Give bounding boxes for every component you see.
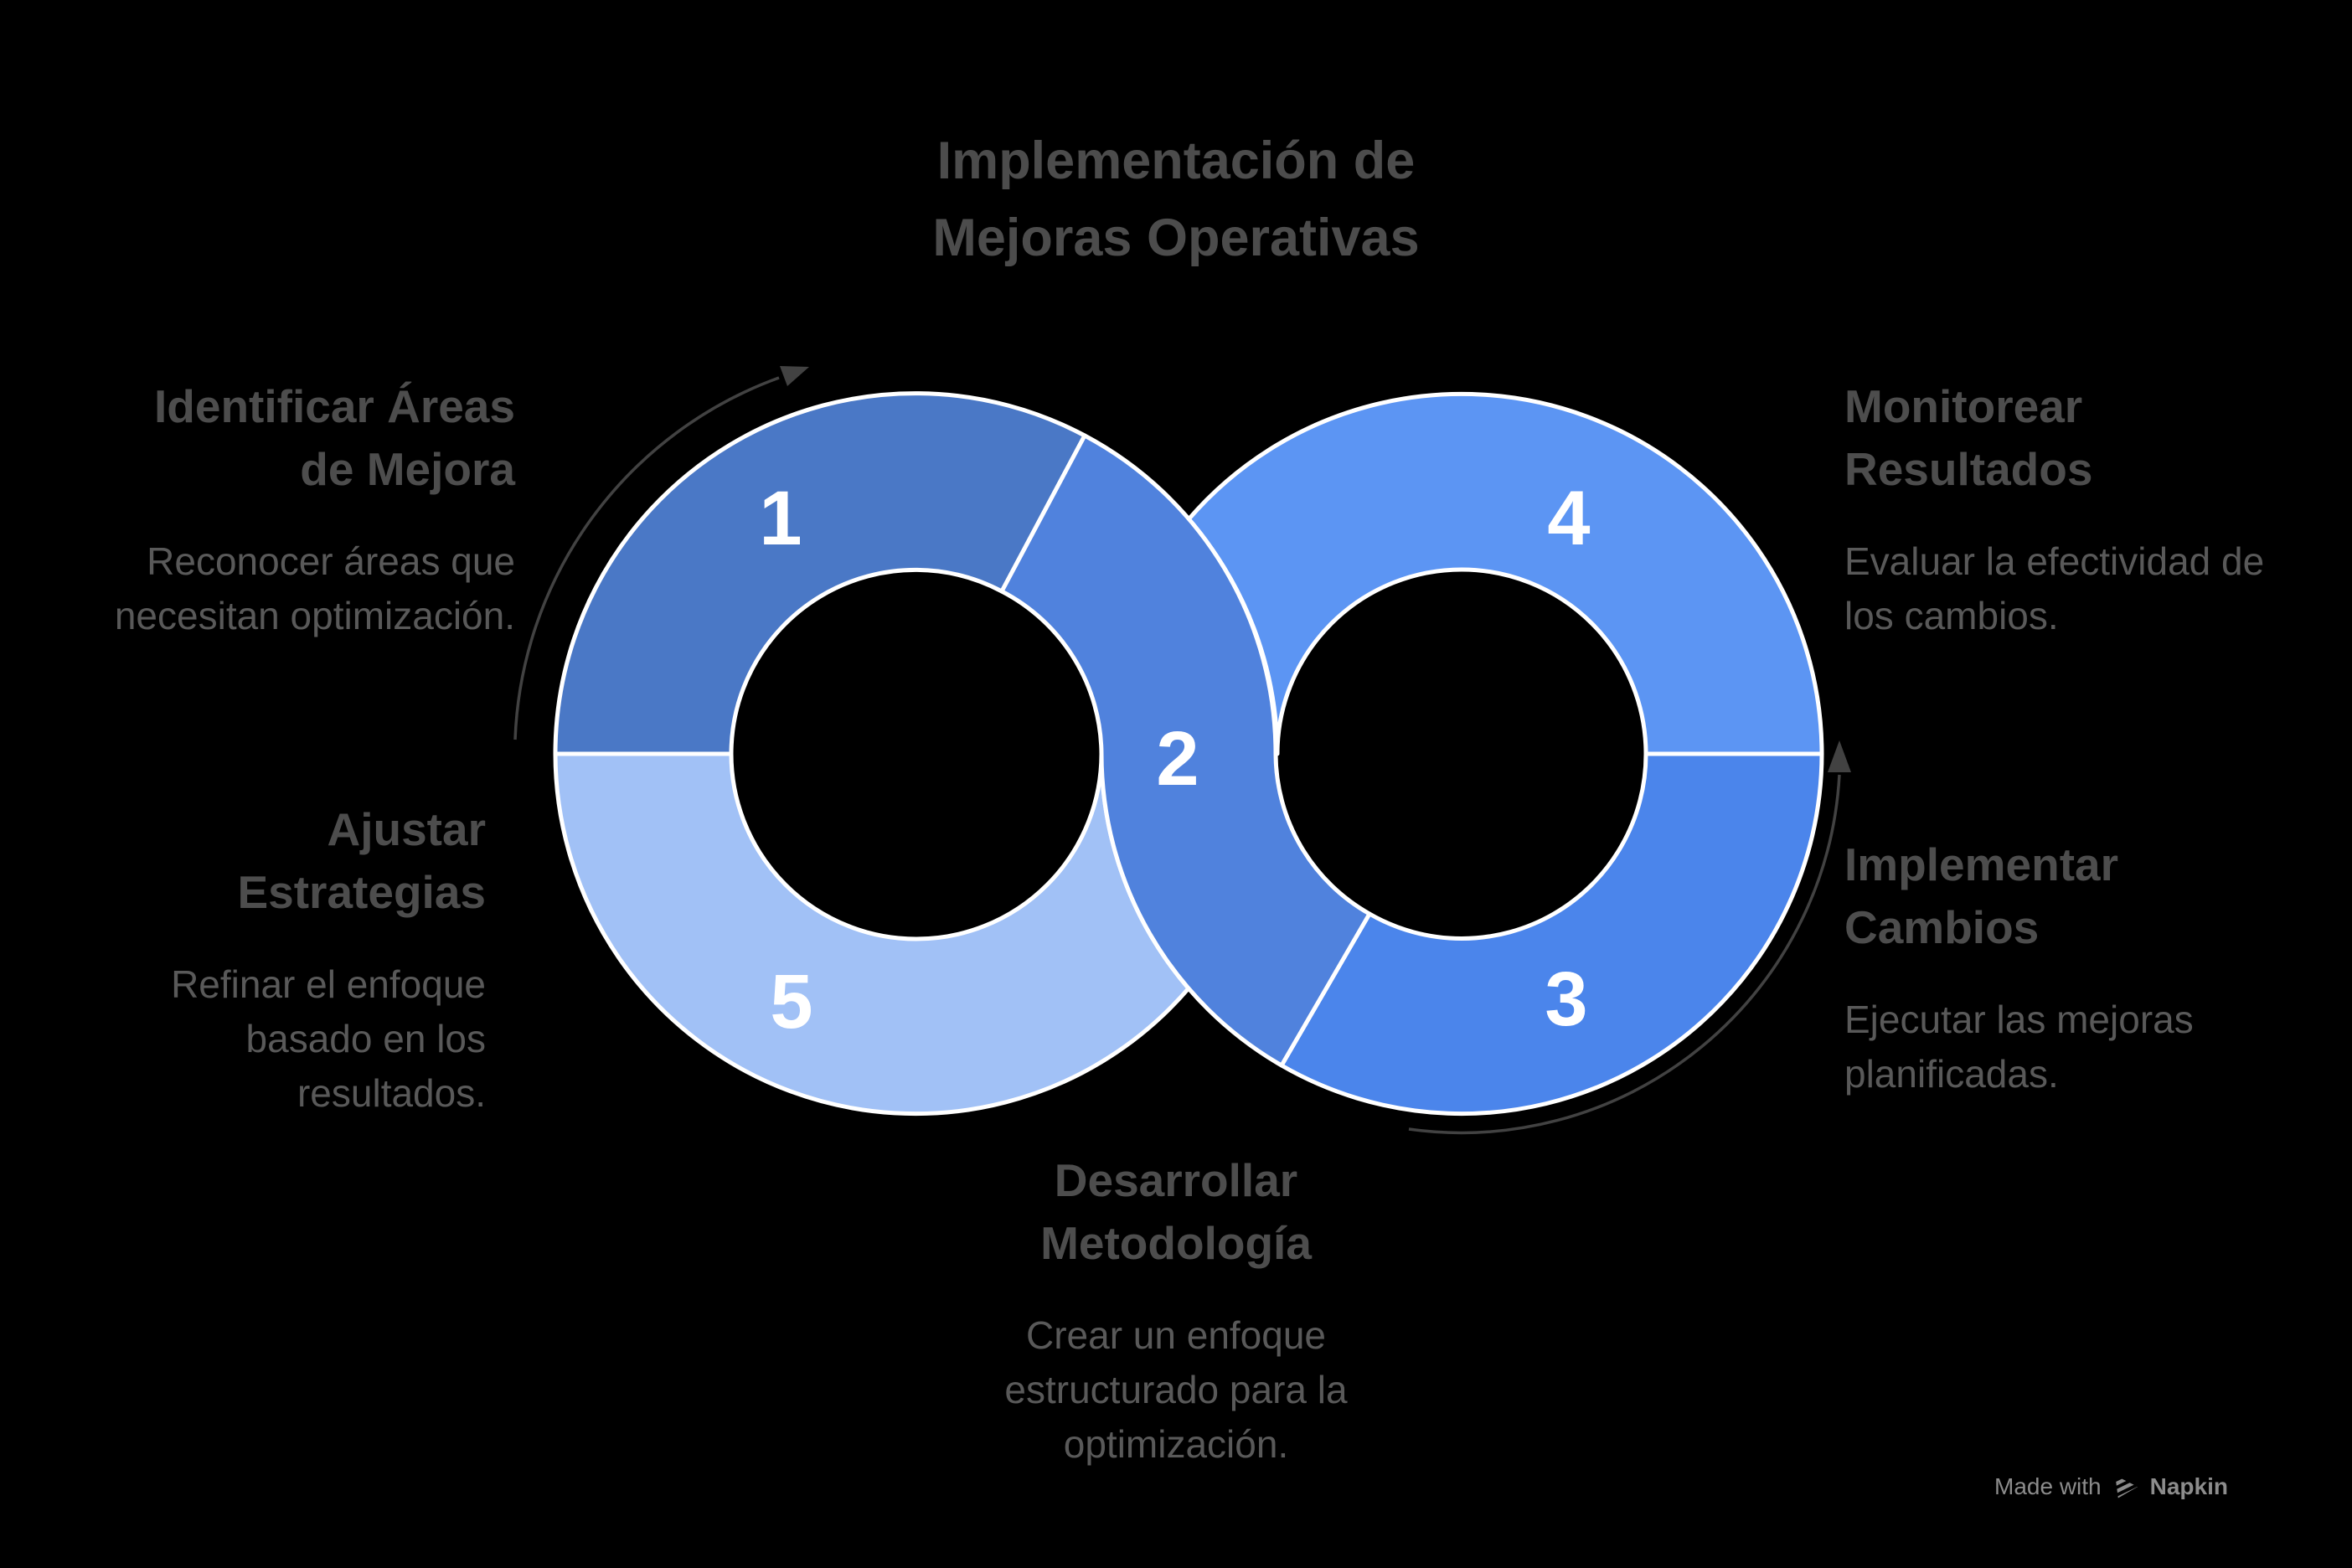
made-with-label: Made with: [1994, 1473, 2102, 1499]
step-heading-line: Identificar Áreas: [153, 380, 515, 432]
page-title-line-2: Mejoras Operativas: [932, 209, 1420, 267]
step-heading-line: Metodología: [1040, 1217, 1312, 1269]
segment-5-arc: [553, 751, 1191, 1117]
step-body-line: basado en los: [245, 1017, 486, 1060]
step-heading: Ajustar Estrategias: [17, 798, 486, 924]
step-body-line: resultados.: [297, 1071, 486, 1115]
step-label-identificar: Identificar Áreas de Mejora Reconocer ár…: [46, 375, 515, 643]
step-heading-line: Monitorear: [1844, 380, 2083, 432]
page-title: Implementación de Mejoras Operativas: [0, 122, 2352, 276]
step-body-line: los cambios.: [1844, 594, 2059, 637]
segment-1-number: 1: [759, 476, 802, 561]
segment-2-band: [999, 433, 1372, 1068]
flow-arrow-left-line: [513, 376, 780, 740]
step-heading-line: Estrategias: [237, 866, 486, 918]
segment-3-arc: [1279, 751, 1824, 1117]
segment-5-number: 5: [770, 959, 812, 1044]
step-label-implementar: Implementar Cambios Ejecutar las mejoras…: [1844, 833, 2339, 1101]
step-description: Crear un enfoque estructurado para la op…: [925, 1308, 1427, 1472]
step-body-line: Crear un enfoque: [1025, 1313, 1327, 1357]
step-label-desarrollar: Desarrollar Metodología Crear un enfoque…: [925, 1149, 1427, 1472]
step-body-line: Ejecutar las mejoras: [1844, 998, 2194, 1041]
step-body-line: Reconocer áreas que: [147, 539, 515, 583]
step-body-line: planificadas.: [1844, 1052, 2059, 1096]
step-label-ajustar: Ajustar Estrategias Refinar el enfoque b…: [17, 798, 486, 1121]
step-body-line: optimización.: [1063, 1422, 1289, 1466]
step-body-line: Evaluar la efectividad de: [1844, 539, 2265, 583]
step-heading-line: Desarrollar: [1054, 1154, 1298, 1206]
step-label-monitorear: Monitorear Resultados Evaluar la efectiv…: [1844, 375, 2339, 643]
page-title-line-1: Implementación de: [936, 132, 1416, 190]
step-heading-line: de Mejora: [300, 443, 515, 495]
flow-arrow-right-line: [1408, 774, 1841, 1135]
flow-arrow-right-head: [1828, 740, 1851, 772]
step-heading: Identificar Áreas de Mejora: [46, 375, 515, 501]
step-description: Refinar el enfoque basado en los resulta…: [17, 957, 486, 1121]
step-body-line: Refinar el enfoque: [171, 962, 486, 1006]
flow-arrow-left-head: [780, 366, 809, 386]
step-description: Evaluar la efectividad de los cambios.: [1844, 534, 2339, 643]
segment-4-number: 4: [1547, 476, 1590, 561]
segment-1-arc: [553, 391, 1087, 756]
made-with-napkin-watermark: Made with Napkin: [1994, 1473, 2228, 1501]
napkin-logo-icon: [2114, 1475, 2138, 1498]
step-heading-line: Ajustar: [327, 803, 487, 855]
step-heading: Implementar Cambios: [1844, 833, 2339, 959]
step-body-line: estructurado para la: [1004, 1368, 1348, 1411]
segment-2-number: 2: [1156, 716, 1199, 802]
step-heading-line: Resultados: [1844, 443, 2093, 495]
step-heading-line: Implementar: [1844, 838, 2119, 890]
step-heading: Desarrollar Metodología: [925, 1149, 1427, 1275]
step-description: Reconocer áreas que necesitan optimizaci…: [46, 534, 515, 643]
segment-4-arc: [1186, 391, 1824, 756]
segment-3-number: 3: [1545, 957, 1587, 1042]
step-heading: Monitorear Resultados: [1844, 375, 2339, 501]
step-body-line: necesitan optimización.: [114, 594, 515, 637]
step-description: Ejecutar las mejoras planificadas.: [1844, 993, 2339, 1101]
step-heading-line: Cambios: [1844, 901, 2040, 953]
napkin-brand-label: Napkin: [2149, 1473, 2228, 1499]
